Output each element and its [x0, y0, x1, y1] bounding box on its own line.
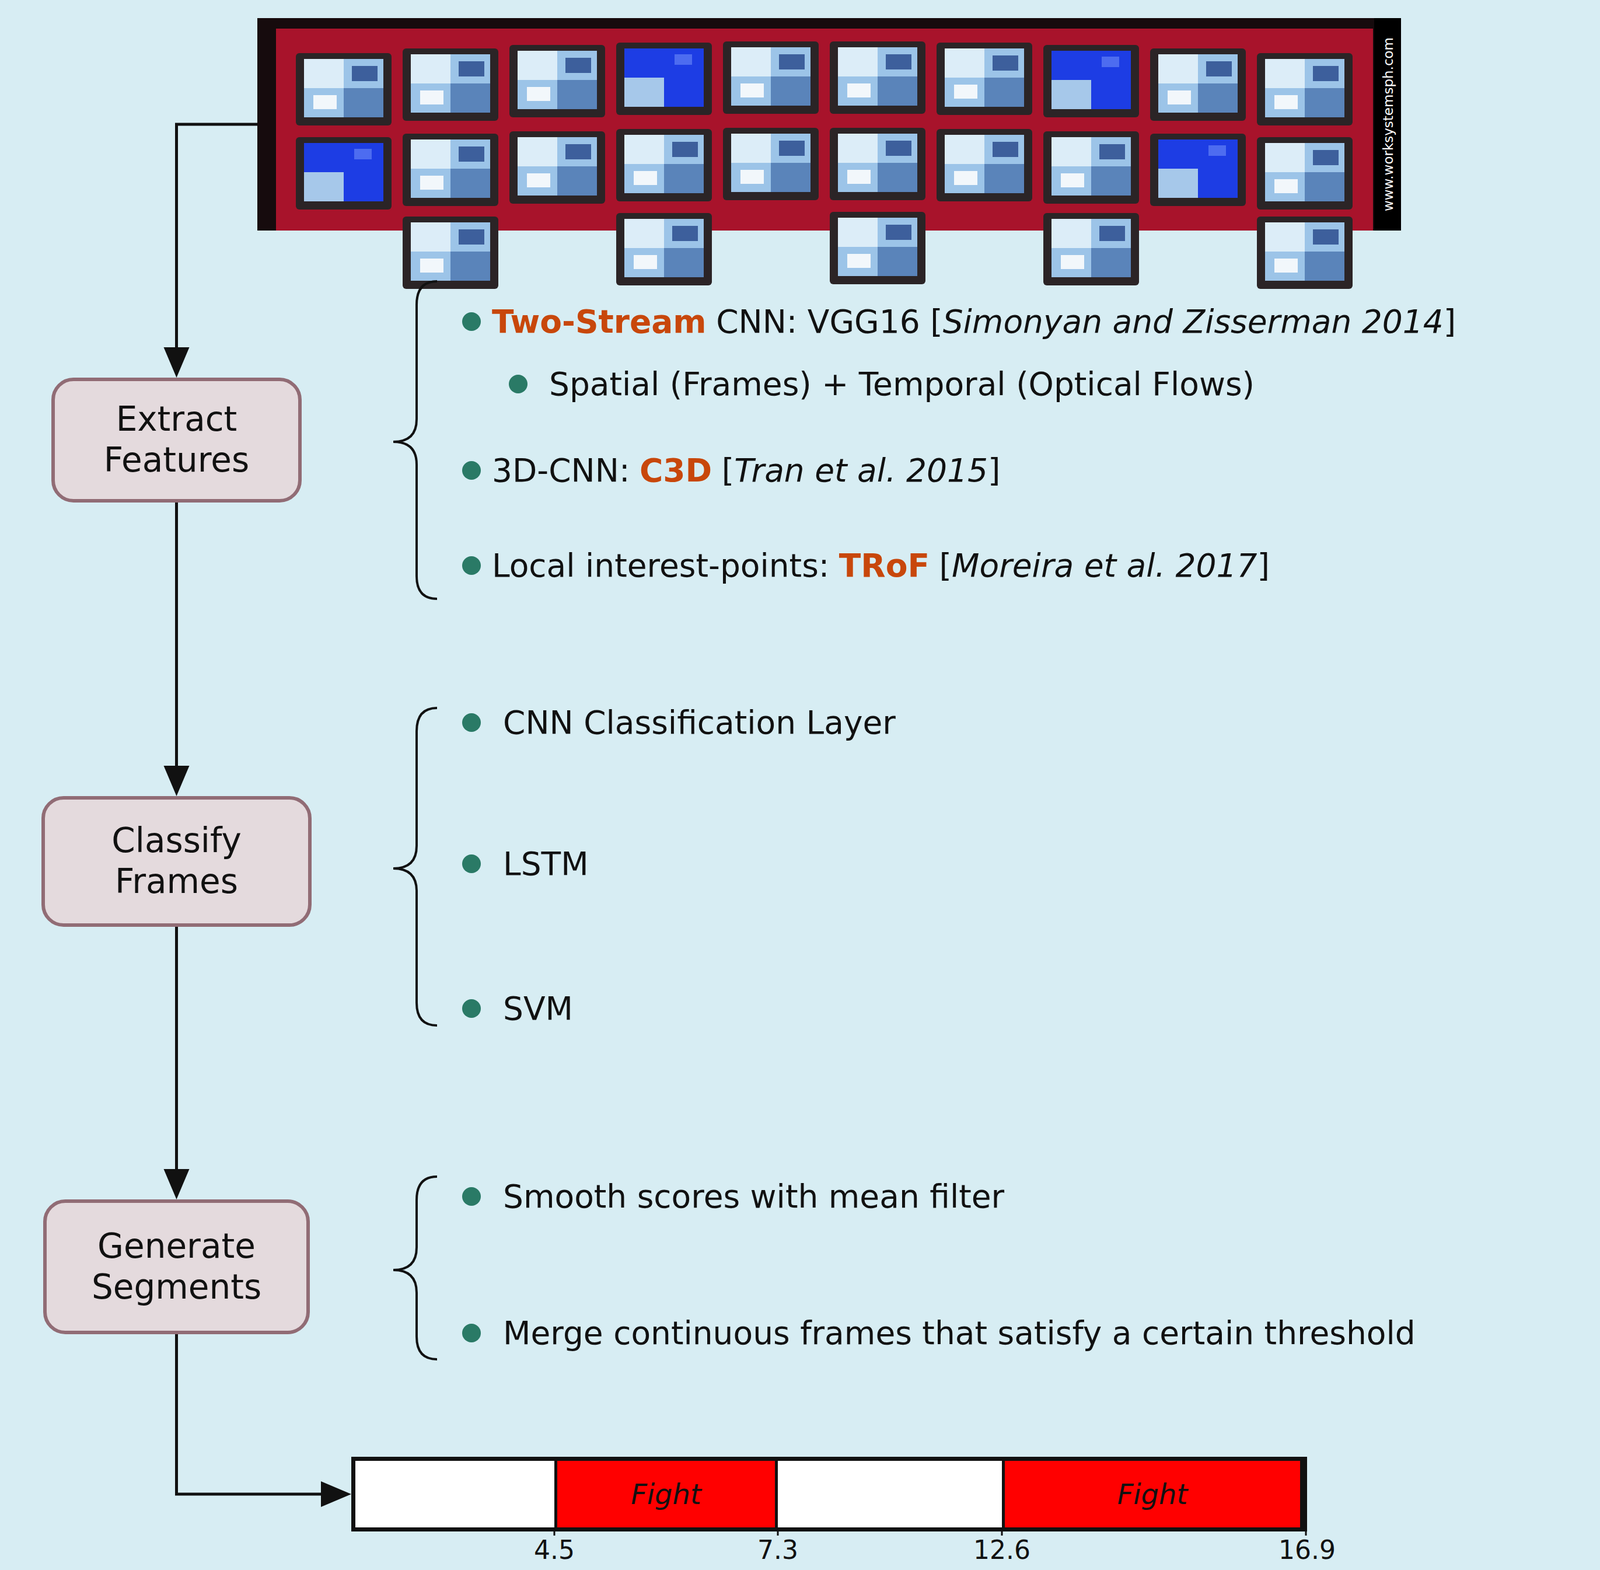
bullet-line: Two-StreamCNN: VGG16 [Simonyan and Zisse… — [491, 302, 1456, 341]
bullet-text: [ — [721, 451, 735, 489]
bullet-line: Local interest-points:TRoF[Moreira et al… — [491, 546, 1270, 585]
connector-arrow — [176, 1333, 352, 1507]
bullet-line: CNN Classification Layer — [502, 703, 896, 742]
arrowhead — [320, 1480, 352, 1507]
arrowhead — [163, 1168, 190, 1200]
curly-brace — [393, 1176, 438, 1360]
bullet-text: CNN Classification Layer — [502, 703, 896, 742]
citation: Simonyan and Zisserman 2014 — [942, 302, 1444, 341]
bullet-text: Merge continuous frames that satisfy a c… — [502, 1314, 1416, 1352]
bullet-text: ] — [987, 451, 1001, 489]
bullet-dot — [462, 1323, 481, 1343]
tick-mark — [1001, 1531, 1004, 1536]
method-name: C3D — [639, 451, 712, 489]
process-box: Classify Frames — [41, 795, 312, 927]
citation: Moreira et al. 2017 — [951, 546, 1257, 585]
method-name: Two-Stream — [491, 302, 707, 341]
connector-line — [176, 124, 258, 348]
bullet-dot — [462, 460, 481, 480]
axis-value: 4.5 — [533, 1535, 575, 1564]
tick-mark — [553, 1531, 556, 1536]
bullet-line: Merge continuous frames that satisfy a c… — [502, 1313, 1416, 1353]
axis-value: 7.3 — [757, 1535, 799, 1564]
bullet-dot — [462, 713, 481, 732]
connector-arrow — [163, 926, 190, 1200]
bullet-text: LSTM — [502, 844, 589, 883]
box-label: Extract Features — [72, 399, 281, 481]
bullet-line: Smooth scores with mean filter — [502, 1176, 1005, 1216]
bullet-dot — [462, 998, 481, 1018]
connector-arrow — [163, 502, 190, 796]
axis-value: 16.9 — [1278, 1535, 1336, 1564]
bullet-text: ] — [1443, 302, 1456, 341]
fight-segment: Fight — [554, 1460, 778, 1528]
bullet-line: 3D-CNN:C3D[Tran et al. 2015] — [491, 451, 1001, 490]
curly-brace — [393, 281, 438, 599]
bullet-dot — [462, 556, 481, 575]
bullet-text: 3D-CNN: — [491, 451, 630, 489]
bullet-line: LSTM — [502, 844, 589, 883]
box-label: Classify Frames — [62, 820, 291, 902]
connector-line — [175, 926, 178, 1169]
process-box: Extract Features — [51, 377, 302, 503]
connector-line — [175, 502, 178, 766]
curly-brace — [393, 707, 438, 1026]
bullet-text: Spatial (Frames) + Temporal (Optical Flo… — [549, 365, 1255, 403]
bullet-text: Smooth scores with mean filter — [502, 1177, 1005, 1215]
bullet-dot — [462, 854, 481, 873]
watermark: www.worksystemsph.com — [1380, 37, 1396, 212]
timeline-bar: 4.57.312.616.9FightFight — [351, 1456, 1308, 1532]
tick-mark — [1305, 1531, 1308, 1536]
citation: Tran et al. 2015 — [734, 451, 988, 489]
segment-label: Fight — [630, 1477, 702, 1511]
segment-label: Fight — [1117, 1477, 1189, 1511]
connector-line — [176, 1333, 322, 1494]
bullet-text: CNN: VGG16 [ — [715, 302, 943, 341]
bullet-line: Spatial (Frames) + Temporal (Optical Flo… — [549, 364, 1255, 404]
bullet-line: SVM — [502, 989, 574, 1028]
bullet-text: ] — [1257, 546, 1270, 585]
bullet-dot — [462, 312, 481, 331]
axis-value: 12.6 — [973, 1535, 1031, 1564]
process-box: Generate Segments — [43, 1199, 310, 1334]
bullet-dot — [508, 374, 528, 394]
connector-arrow — [163, 124, 258, 378]
tick-mark — [777, 1531, 779, 1536]
arrowhead — [163, 765, 190, 796]
method-name: TRoF — [839, 546, 930, 585]
arrowhead — [163, 347, 190, 378]
bullet-text: Local interest-points: — [491, 546, 830, 585]
bullet-text: [ — [939, 546, 952, 585]
bullet-text: SVM — [502, 989, 574, 1027]
bullet-dot — [462, 1186, 481, 1206]
photo-panel: www.worksystemsph.com — [257, 18, 1402, 231]
fight-segment: Fight — [1001, 1460, 1303, 1528]
box-label: Generate Segments — [64, 1225, 289, 1308]
